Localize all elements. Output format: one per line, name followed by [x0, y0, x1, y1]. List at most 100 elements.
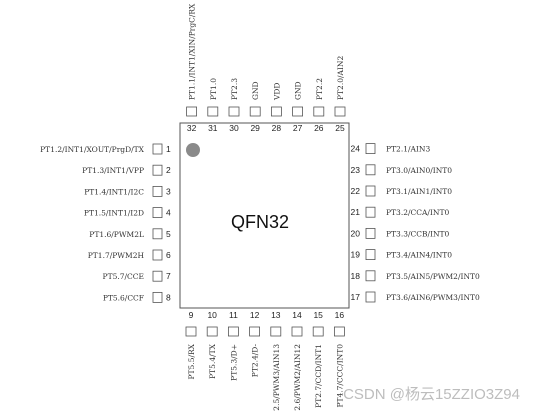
pin-label: PT3.5/AIN5/PWM2/INT0 [386, 272, 480, 281]
pin-number: 24 [351, 144, 361, 154]
pin-group: 1 PT1.2/INT1/XOUT/PrgD/TX 2 PT1.3/INT1/VPP 3… [40, 3, 480, 411]
pin-number: 4 [166, 208, 171, 218]
pin-label: PT1.0 [209, 78, 218, 100]
pin-label: GND [251, 81, 260, 100]
pin-pad [365, 143, 376, 155]
pin-pad [334, 106, 346, 117]
pin-number: 13 [271, 310, 281, 320]
pin-label: PT5.7/CCE [103, 272, 144, 281]
pin-label: PT3.0/AIN0/INT0 [386, 166, 452, 175]
pin-label: PT3.3/CCB/INT0 [386, 229, 450, 238]
pin-number: 32 [187, 123, 197, 133]
pin-pad [249, 326, 261, 337]
pin-number: 29 [250, 123, 260, 133]
pin-number: 21 [351, 207, 361, 217]
pin-pad [186, 106, 198, 117]
pin-number: 3 [166, 186, 171, 196]
pin-pad [152, 228, 163, 240]
pin-pad [152, 143, 163, 155]
pin-pad [207, 106, 219, 117]
pin-number: 10 [207, 310, 217, 320]
pin-number: 2 [166, 165, 171, 175]
pin-pad [312, 326, 324, 337]
pin-pad [365, 270, 376, 282]
pin-pad [365, 249, 376, 261]
pin-label: PT2.5/PWM3/AIN13 [272, 344, 281, 411]
pin-number: 23 [351, 165, 361, 175]
pin-number: 12 [250, 310, 260, 320]
pin-label: PT2.3 [230, 78, 239, 100]
csdn-watermark: CSDN @杨云15ZZIO3Z94 [343, 386, 520, 403]
pin-pad [270, 106, 282, 117]
pin-number: 25 [335, 123, 345, 133]
chip-body [179, 122, 350, 309]
pin-label: PT2.1/AIN3 [386, 145, 430, 154]
pin-pad [333, 326, 345, 337]
pin-label: VDD [272, 83, 281, 101]
pin-pad [227, 326, 239, 337]
pin-pad [249, 106, 261, 117]
pin-label: PT1.3/INT1/VPP [82, 166, 144, 175]
pin-label: PT5.6/CCF [103, 293, 144, 302]
pin-label: GND [294, 81, 303, 100]
pin-label: PT3.6/AIN6/PWM3/INT0 [386, 293, 480, 302]
pin-pad [292, 106, 304, 117]
pin-number: 9 [189, 310, 194, 320]
pin-label: PT5.3/D+ [229, 344, 238, 381]
pin-pad [365, 227, 376, 239]
pin-number: 15 [313, 310, 323, 320]
pin-label: PT2.7/CCD/INT1 [314, 344, 323, 408]
pin-number: 7 [166, 271, 171, 281]
pin-label: PT5.5/RX [187, 343, 196, 379]
pin-pad [152, 270, 163, 282]
pin-pad [152, 291, 163, 303]
pin-pad [228, 106, 240, 117]
pin-label: PT2.6/PWM2/AIN12 [293, 344, 302, 411]
pin-number: 30 [229, 123, 239, 133]
pin-number: 8 [166, 292, 171, 302]
pin-number: 11 [229, 310, 238, 320]
pin-pad [313, 106, 325, 117]
pin-label: PT1.6/PWM2L [89, 230, 144, 239]
pin-pad [152, 249, 163, 261]
pin-pad [365, 291, 376, 303]
pin-pad [152, 207, 163, 219]
pin-number: 14 [292, 310, 302, 320]
pin-number: 6 [166, 250, 171, 260]
pin-pad [152, 185, 163, 197]
pin-pad [291, 326, 303, 337]
pin-number: 5 [166, 229, 171, 239]
pin-label: PT2.0/AIN2 [336, 56, 345, 100]
pin-pad [185, 326, 197, 337]
pin-label: PT1.1/INT1/XIN/PrgC/RX [188, 3, 197, 100]
pin-pad [206, 326, 218, 337]
package-title: QFN32 [231, 212, 289, 232]
pin-number: 20 [351, 228, 361, 238]
pin-pad [270, 326, 282, 337]
pin-label: PT1.7/PWM2H [88, 251, 145, 260]
pin-label: PT2.4/D- [251, 344, 260, 378]
pin-label: PT3.4/AIN4/INT0 [386, 251, 452, 260]
pin-label: PT1.4/INT1/I2C [84, 187, 144, 196]
pin-number: 18 [351, 271, 361, 281]
pin-label: PT1.2/INT1/XOUT/PrgD/TX [40, 145, 145, 154]
pin-label: PT5.4/TX [208, 343, 217, 379]
pin-label: PT2.2 [315, 78, 324, 100]
pin-label: PT4.7/CCC/INT0 [335, 344, 344, 408]
pin-pad [365, 164, 376, 176]
pin-number: 19 [351, 250, 361, 260]
pin-number: 28 [272, 123, 282, 133]
pin-label: PT1.5/INT1/I2D [84, 209, 144, 218]
pin-number: 26 [314, 123, 324, 133]
pin-pad [152, 164, 163, 176]
pin-pad [365, 206, 376, 218]
pin-number: 17 [351, 292, 361, 302]
pin1-marker-dot [186, 143, 200, 157]
pin-label: PT3.2/CCA/INT0 [386, 208, 449, 217]
pin-number: 16 [335, 310, 345, 320]
pin-pad [365, 185, 376, 197]
pin-number: 1 [166, 144, 171, 154]
pin-number: 22 [351, 186, 361, 196]
